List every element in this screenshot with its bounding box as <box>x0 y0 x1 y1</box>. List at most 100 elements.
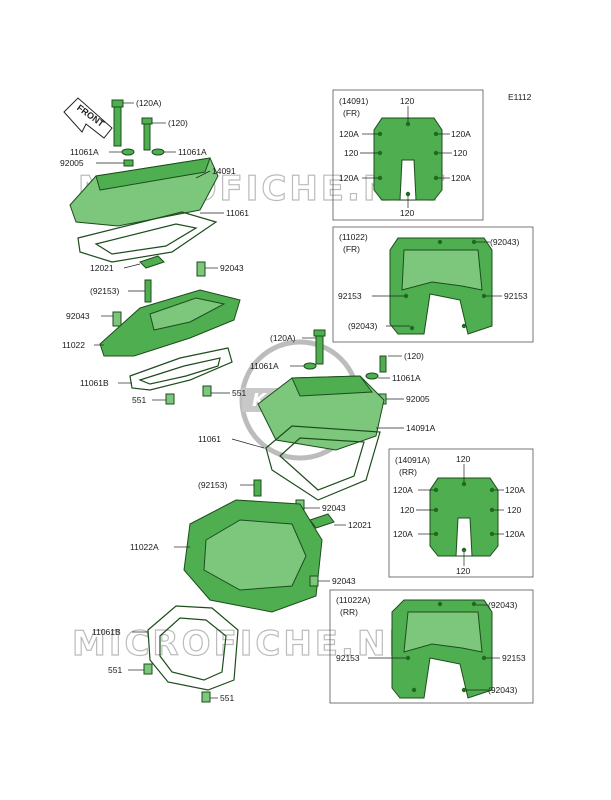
label-upper-washer-left: 11061A <box>70 147 99 157</box>
inset2-sub: (FR) <box>343 244 360 254</box>
inset1-sub: (FR) <box>343 108 360 118</box>
inset-cover-front: (14091) (FR) 120 120A 120A 120 120 120A … <box>332 89 484 221</box>
lower-dowel-a <box>143 663 153 675</box>
label-upper-dowel-right: 551 <box>232 388 246 398</box>
inset3-r1: 120A <box>505 485 525 495</box>
upper-washer-right <box>151 148 165 156</box>
label-upper-gasket-b: 11061B <box>80 378 109 388</box>
lower-dowel-b <box>201 691 211 703</box>
upper-gasket-b <box>129 347 233 391</box>
label-upper-pin-left: 92043 <box>66 311 90 321</box>
inset3-l1: 120A <box>393 485 413 495</box>
inset3-r2: 120 <box>507 505 521 515</box>
lower-washer-right <box>365 372 379 380</box>
inset3-top: 120 <box>456 454 470 464</box>
inset3-r3: 120A <box>505 529 525 539</box>
inset4-pin-top: (92043) <box>488 600 517 610</box>
label-upper-grommet: 92005 <box>60 158 84 168</box>
inset1-cover-shape <box>373 117 443 201</box>
label-lower-gasket-b: 11061B <box>92 627 121 637</box>
inset2-pin-bottom: (92043) <box>348 321 377 331</box>
label-upper-dowel-left: 551 <box>132 395 146 405</box>
inset2-right: 92153 <box>504 291 528 301</box>
inset-head-front-frame <box>332 226 534 343</box>
front-arrow: FRONT <box>63 97 113 139</box>
inset1-r3: 120A <box>451 173 471 183</box>
label-lower-bolt-long: (120A) <box>270 333 296 343</box>
inset3-l2: 120 <box>400 505 414 515</box>
inset2-left: 92153 <box>338 291 362 301</box>
lower-gasket-b <box>147 605 239 691</box>
inset1-l3: 120A <box>339 173 359 183</box>
upper-washer-left <box>121 148 135 156</box>
label-lower-pin-b: 92043 <box>332 576 356 586</box>
label-upper-plate: 12021 <box>90 263 114 273</box>
label-lower-cover: 14091A <box>406 423 436 433</box>
inset-head-rear-frame <box>329 589 534 704</box>
upper-dowel-right <box>202 385 212 397</box>
label-upper-cover: 14091 <box>212 166 236 176</box>
label-lower-pin-a: 92043 <box>322 503 346 513</box>
label-lower-bolt: (92153) <box>198 480 227 490</box>
lower-pin-b <box>309 575 319 587</box>
upper-bolt <box>144 279 152 303</box>
upper-bolt-short <box>143 121 151 151</box>
upper-pin-left <box>112 311 122 327</box>
upper-plate <box>139 255 165 269</box>
label-upper-pin-right: 92043 <box>220 263 244 273</box>
lower-assembly: (120A) 11061A (120) 11061A 92005 14091A … <box>92 329 436 703</box>
lower-washer-left <box>303 362 317 370</box>
label-lower-bolt-short: (120) <box>404 351 424 361</box>
inset2-title: (11022) <box>339 232 368 242</box>
label-lower-plate: 12021 <box>348 520 372 530</box>
label-upper-bolt-long: (120A) <box>136 98 162 108</box>
upper-assembly: (120A) (120) 11061A 11061A 92005 14091 1… <box>60 98 249 405</box>
label-upper-gasket: 11061 <box>226 208 249 218</box>
inset4-pin-bottom: (92043) <box>488 685 517 695</box>
lower-bolt-long <box>315 333 324 365</box>
label-lower-washer-right: 11061A <box>392 373 421 383</box>
lower-plate <box>309 513 335 529</box>
inset-cover-front-frame <box>332 89 484 221</box>
label-upper-bolt: (92153) <box>90 286 119 296</box>
label-lower-washer-left: 11061A <box>250 361 279 371</box>
inset4-right: 92153 <box>502 653 526 663</box>
upper-dowel-left <box>165 393 175 405</box>
lower-bolt <box>253 479 262 497</box>
inset4-left: 92153 <box>336 653 360 663</box>
label-lower-dowel-a: 551 <box>108 665 122 675</box>
label-lower-head-cover: 11022A <box>130 542 159 552</box>
inset3-title: (14091A) <box>395 455 430 465</box>
upper-bolt-long <box>113 103 122 147</box>
inset3-sub: (RR) <box>399 467 417 477</box>
upper-gasket <box>77 211 218 263</box>
inset-head-front: (11022) (FR) (92043) 92153 92153 (92043) <box>332 226 534 343</box>
inset1-title: (14091) <box>339 96 368 106</box>
inset3-l3: 120A <box>393 529 413 539</box>
inset3-bottom: 120 <box>456 566 470 576</box>
inset1-bottom: 120 <box>400 208 414 218</box>
label-upper-bolt-short: (120) <box>168 118 188 128</box>
inset4-sub: (RR) <box>340 607 358 617</box>
upper-pin-right <box>196 261 206 277</box>
inset1-l1: 120A <box>339 129 359 139</box>
inset-cover-rear-frame <box>388 448 534 578</box>
label-upper-head-cover: 11022 <box>62 340 85 350</box>
label-lower-grommet: 92005 <box>406 394 430 404</box>
inset3-cover-shape <box>429 477 499 557</box>
inset1-r2: 120 <box>453 148 467 158</box>
inset1-top: 120 <box>400 96 414 106</box>
upper-grommet <box>123 159 134 167</box>
label-upper-washer-right: 11061A <box>178 147 207 157</box>
label-lower-dowel-b: 551 <box>220 693 234 703</box>
inset2-pin-top: (92043) <box>490 237 519 247</box>
inset-head-rear: (11022A) (RR) (92043) 92153 92153 (92043… <box>329 589 534 704</box>
inset4-title: (11022A) <box>336 595 371 605</box>
label-lower-gasket: 11061 <box>198 434 221 444</box>
inset1-l2: 120 <box>344 148 358 158</box>
lower-bolt-short <box>379 355 387 373</box>
inset1-r1: 120A <box>451 129 471 139</box>
diagram-code: E1112 <box>508 92 532 102</box>
